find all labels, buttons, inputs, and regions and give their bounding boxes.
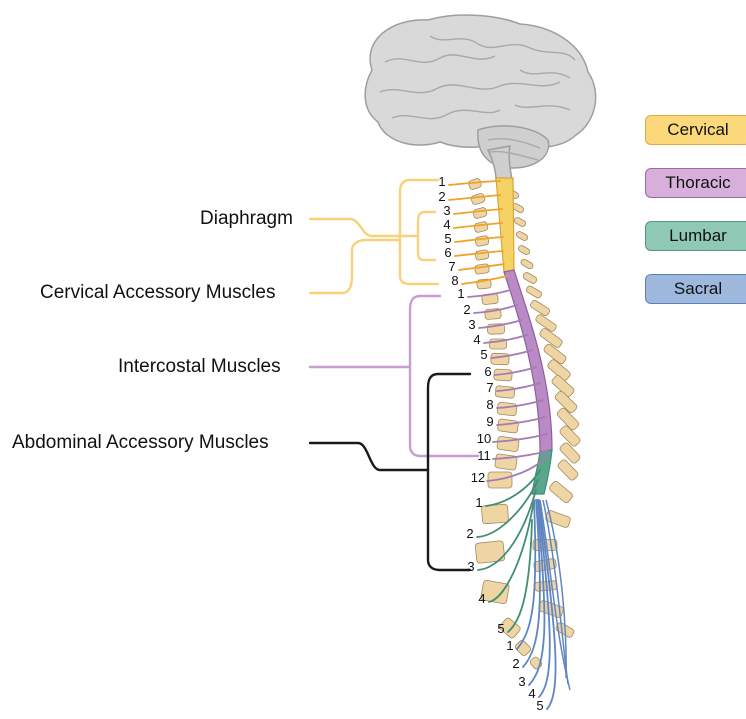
cervical-nerve-number: 5 [444,231,451,246]
vertebral-body [474,221,489,233]
thoracic-nerve-number: 10 [477,431,491,446]
vertebral-body [495,454,518,471]
vertebral-body [481,504,508,524]
vertebral-body [497,419,518,434]
thoracic-nerve-number: 12 [471,470,485,485]
vertebral-process [520,258,534,270]
vertebral-body [470,193,485,206]
cerebrum [365,15,596,147]
vertebral-body [491,353,509,365]
lumbar-nerve-number: 5 [497,621,504,636]
cervical-nerve-number: 4 [443,217,450,232]
vertebral-body [475,249,489,260]
vertebral-process [517,244,530,255]
vertebral-body [474,264,489,275]
thoracic-nerve-number: 7 [486,380,493,395]
vertebral-body [468,178,482,191]
thoracic-nerve-number: 6 [484,364,491,379]
cord-cervical [496,178,514,272]
thoracic-nerve-number: 2 [463,302,470,317]
sacral-nerve-number: 4 [528,686,535,701]
cervical-nerve-number: 7 [448,259,455,274]
muscle-brackets [310,180,478,570]
sacral-nerve-number: 2 [512,656,519,671]
cervical-accessory-connector [310,240,400,293]
vertebral-process [522,271,538,284]
cervical-nerve-number: 6 [444,245,451,260]
thoracic-nerve-number: 5 [480,347,487,362]
diaphragm-label: Diaphragm [200,208,293,230]
legend-thoracic: Thoracic [645,168,746,198]
lumbar-nerve-number: 2 [466,526,473,541]
brain-illustration [365,15,596,180]
legend-lumbar: Lumbar [645,221,746,251]
vertebral-process [548,480,573,504]
legend-cervical: Cervical [645,115,746,145]
sacral-nerve-number: 3 [518,674,525,689]
vertebral-process [525,285,542,299]
diaphragm-bracket [418,212,435,260]
vertebral-body [495,386,515,399]
thoracic-nerve-number: 3 [468,317,475,332]
vertebral-process [529,299,550,316]
lumbar-nerve-number: 1 [475,495,482,510]
vertebral-process [513,216,526,227]
lumbar-nerve-number: 4 [478,591,485,606]
thoracic-nerve-number: 1 [457,286,464,301]
abdominal-accessory-muscles-label: Abdominal Accessory Muscles [12,432,269,454]
vertebral-body [475,235,490,247]
thoracic-nerve-number: 9 [486,414,493,429]
cervical-accessory-muscles-label: Cervical Accessory Muscles [40,282,275,304]
sacral-nerve-number: 5 [536,698,543,713]
thoracic-nerve-number: 8 [486,397,493,412]
thoracic-nerve-number: 11 [477,448,491,463]
abdominal-accessory-bracket [428,374,470,570]
sacral-nerve-number: 1 [506,638,513,653]
vertebral-body [497,402,517,416]
cervical-nerve-number: 2 [438,189,445,204]
vertebral-body [497,436,520,452]
cervical-nerve-number: 3 [443,203,450,218]
thoracic-nerve-number: 4 [473,332,480,347]
lumbar-nerve-number: 3 [467,559,474,574]
legend-sacral: Sacral [645,274,746,304]
vertebral-process [515,230,528,241]
intercostal-muscles-label: Intercostal Muscles [118,356,281,378]
vertebral-body [473,207,488,219]
cervical-nerve-number: 1 [438,174,445,189]
diaphragm-connector [310,219,410,236]
